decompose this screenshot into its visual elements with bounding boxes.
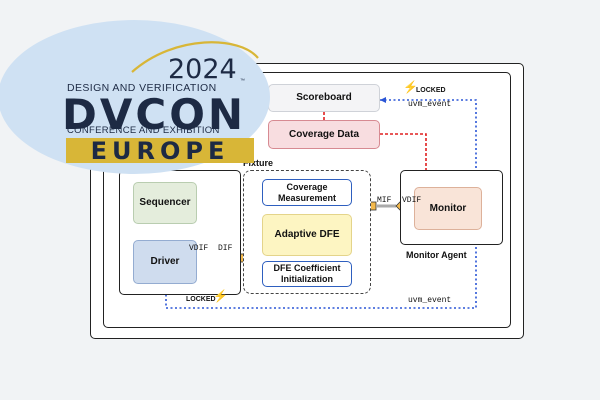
uvm-event-top-arrow (380, 97, 386, 103)
sequencer-block: Sequencer (133, 182, 197, 224)
scoreboard-block: Scoreboard (268, 84, 380, 112)
logo-name: DVCON (62, 90, 247, 139)
adaptive-dfe-block: Adaptive DFE (262, 214, 352, 256)
logo-trademark: ™ (240, 78, 245, 84)
lightning-bolt-icon: ⚡ (213, 289, 228, 303)
environment-frame (103, 72, 511, 328)
uvm-event-label-top: uvm_event (408, 100, 452, 109)
logo-subtitle: CONFERENCE AND EXHIBITION (67, 125, 220, 136)
uvm-event-label-bottom: uvm_event (408, 296, 452, 305)
locked-label-top: LOCKED (416, 87, 446, 94)
locked-label-bottom: LOCKED (186, 296, 216, 303)
mif-label: MIF (377, 196, 392, 205)
monitor-analysis-line (380, 133, 427, 187)
dif-label: DIF (218, 244, 233, 253)
coverage-measurement-block: Coverage Measurement (262, 179, 352, 206)
logo-region: EUROPE (66, 137, 254, 165)
coverage-data-block: Coverage Data (268, 120, 380, 149)
dfe-init-block: DFE Coefficient Initialization (262, 261, 352, 287)
lightning-bolt-icon: ⚡ (403, 80, 418, 94)
logo-tagline: DESIGN AND VERIFICATION (67, 82, 217, 94)
monitor-vdif-label: VDIF (402, 196, 422, 205)
fixture-label: Fixture (243, 158, 274, 168)
uvm-event-top-line (165, 99, 477, 309)
driver-block: Driver (133, 240, 197, 284)
monitor-agent-label: Monitor Agent (406, 250, 467, 260)
monitor-block: Monitor (414, 187, 482, 230)
driver-vdif-label: VDIF (189, 244, 209, 253)
logo-year: 2024 (168, 54, 237, 85)
